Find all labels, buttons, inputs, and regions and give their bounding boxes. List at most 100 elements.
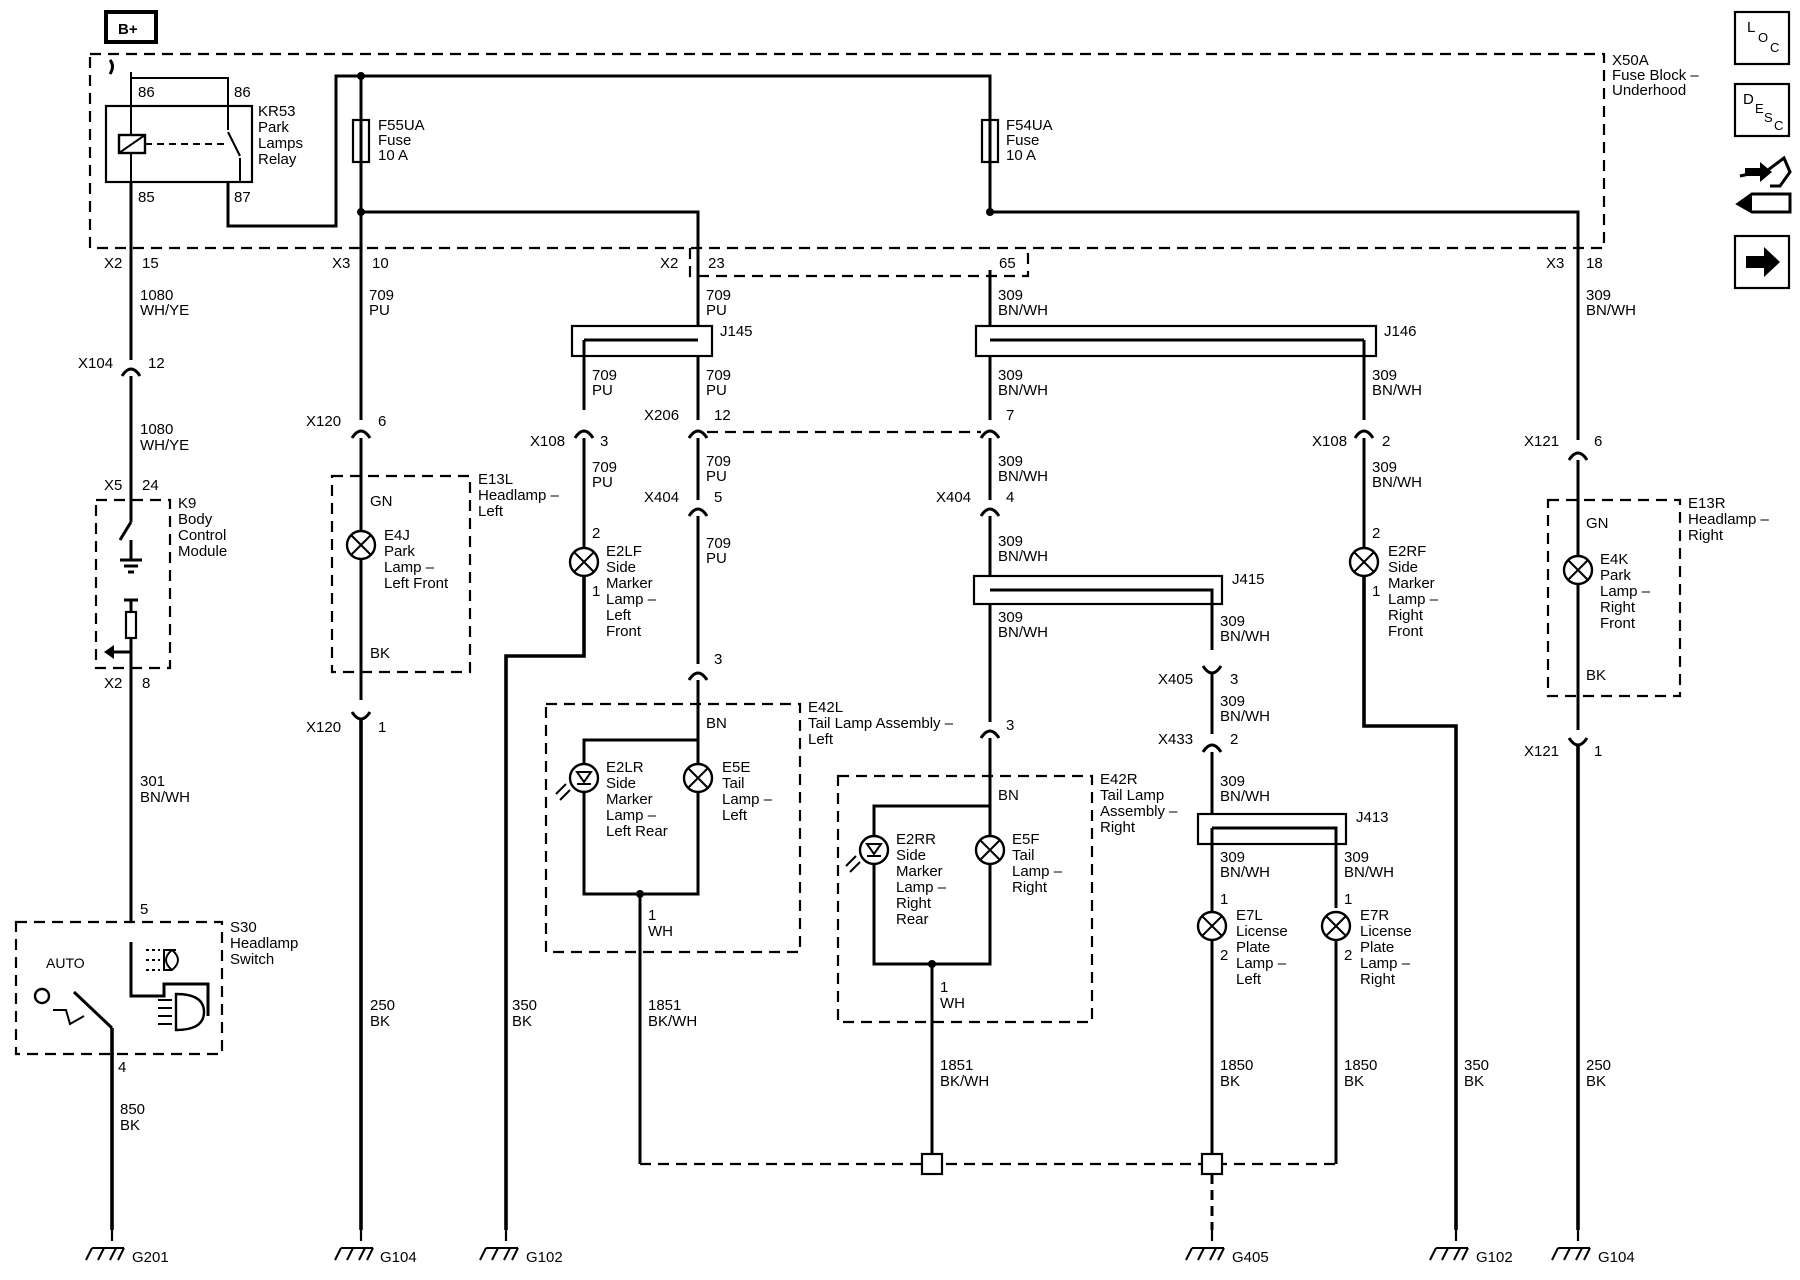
connector-x108-3 [573,429,595,439]
conn-x404-4-pin: 4 [1006,489,1014,506]
k9-outline [94,498,172,670]
connector-x120-6 [350,429,372,439]
e4j-label2: Lamp – [384,559,435,576]
conn-x120-6-id: X120 [306,413,341,430]
wire-wh-r-num: 1 [940,979,948,996]
conn-x121-6-pin: 6 [1594,433,1602,450]
e2rf-pin2: 2 [1372,525,1380,542]
e2lf-label3: Lamp – [606,591,657,608]
conn-x433-id: X433 [1158,731,1193,748]
ground-g102-right: G102 [1429,1247,1513,1266]
ground-g201: G201 [85,1230,169,1266]
e42r-label1: Tail Lamp [1100,787,1164,804]
e7r-label1: License [1360,923,1412,940]
wire-350-r-num: 350 [1464,1057,1489,1074]
relay-label2: Lamps [258,135,303,152]
wire-309-l-num: 309 [1372,459,1397,476]
conn-x433-pin: 2 [1230,731,1238,748]
e2rr-label2: Marker [896,863,943,880]
e42l-outline [544,702,802,954]
wire-309-j-num: 309 [1220,849,1245,866]
wire-1850-l-color: BK [1220,1073,1240,1090]
connector-x121-6 [1567,451,1589,461]
e5e-id: E5E [722,759,750,776]
fuse-block-name1: Fuse Block – [1612,67,1699,84]
fuse-f55ua-id: F55UA [378,117,425,134]
desc-button[interactable]: D E S C [1733,82,1791,138]
e42l-bn: BN [706,715,727,732]
conn-x108-3-pin: 3 [600,433,608,450]
e2lf-label2: Marker [606,575,653,592]
e13r-label2: Right [1688,527,1724,544]
loc-l: L [1747,19,1755,36]
e2rf-label5: Front [1388,623,1424,640]
conn-65: 65 [999,255,1016,272]
connector-x104 [120,367,142,377]
e4k-label4: Front [1600,615,1636,632]
ground-splice-right [1200,1152,1224,1176]
wire-709-c-color: PU [592,382,613,399]
wire-350-r-color: BK [1464,1073,1484,1090]
wire-1851-r-num: 1851 [940,1057,973,1074]
conn-x104-pin: 12 [148,355,165,372]
headlamp-symbol-icon [158,992,206,1032]
arrow-right-icon [1746,247,1780,277]
wire-709-d-num: 709 [706,367,731,384]
e13l-label1: Headlamp – [478,487,560,504]
conn-x404-5-id: X404 [644,489,679,506]
wire-309-g-num: 309 [1220,613,1245,630]
conn-x2-15-pin: 15 [142,255,159,272]
conn-x108-2-id: X108 [1312,433,1347,450]
wire-309-l-color: BN/WH [1372,474,1422,491]
wire-850-num: 850 [120,1101,145,1118]
wire-1850-l-num: 1850 [1220,1057,1253,1074]
ground-icon [479,1247,519,1261]
e2lf-label4: Left [606,607,632,624]
e5e-label3: Left [722,807,748,824]
e7r-lamp-icon [1320,910,1352,942]
conn-x405-id: X405 [1158,671,1193,688]
e2lf-pin1: 1 [592,583,600,600]
e4j-label1: Park [384,543,415,560]
e7l-pin2: 2 [1220,947,1228,964]
wire-709-e-num: 709 [592,459,617,476]
e5e-label2: Lamp – [722,791,773,808]
e5f-label1: Tail [1012,847,1035,864]
splice-j146-label: J146 [1384,323,1417,340]
conn-x2-23-pin: 23 [708,255,725,272]
e2lf-label1: Side [606,559,636,576]
conn-x206-pin: 12 [714,407,731,424]
connector-view-icon[interactable] [1735,155,1792,214]
fuse-block-id: X50A [1612,52,1649,69]
e13l-label2: Left [478,503,504,520]
wire-309-d-num: 309 [998,453,1023,470]
e5e-label1: Tail [722,775,745,792]
e2lr-label1: Side [606,775,636,792]
connector-x121-1 [1567,737,1589,747]
wire-309-k-num: 309 [1344,849,1369,866]
e2rf-lamp-icon [1348,546,1380,578]
e42l-label1: Tail Lamp Assembly – [808,715,954,732]
wire-709-g-num: 709 [706,535,731,552]
next-page-button[interactable] [1733,234,1791,290]
loc-c: C [1770,40,1779,55]
splice-j415-label: J415 [1232,571,1265,588]
wire-350-l-color: BK [512,1013,532,1030]
bplus-label: B+ [118,21,138,38]
wire-309-c-color: BN/WH [1372,382,1422,399]
wire-709-g-color: PU [706,550,727,567]
fuse-f55ua-type: Fuse [378,132,411,149]
connector-x404-5 [687,507,709,517]
relay-pin-86b: 86 [234,84,251,101]
loc-button[interactable]: L O C [1733,10,1791,66]
desc-c: C [1774,118,1783,133]
s30-off-contact [33,987,51,1005]
ground-g405: G405 [1185,1247,1269,1266]
e5e-lamp-icon [682,762,714,794]
s30-id: S30 [230,919,257,936]
s30-label2: Switch [230,951,274,968]
ground-g104-left-label: G104 [380,1249,417,1266]
e2lr-label4: Left Rear [606,823,668,840]
relay-feed-arc [108,59,114,75]
e13r-id: E13R [1688,495,1726,512]
